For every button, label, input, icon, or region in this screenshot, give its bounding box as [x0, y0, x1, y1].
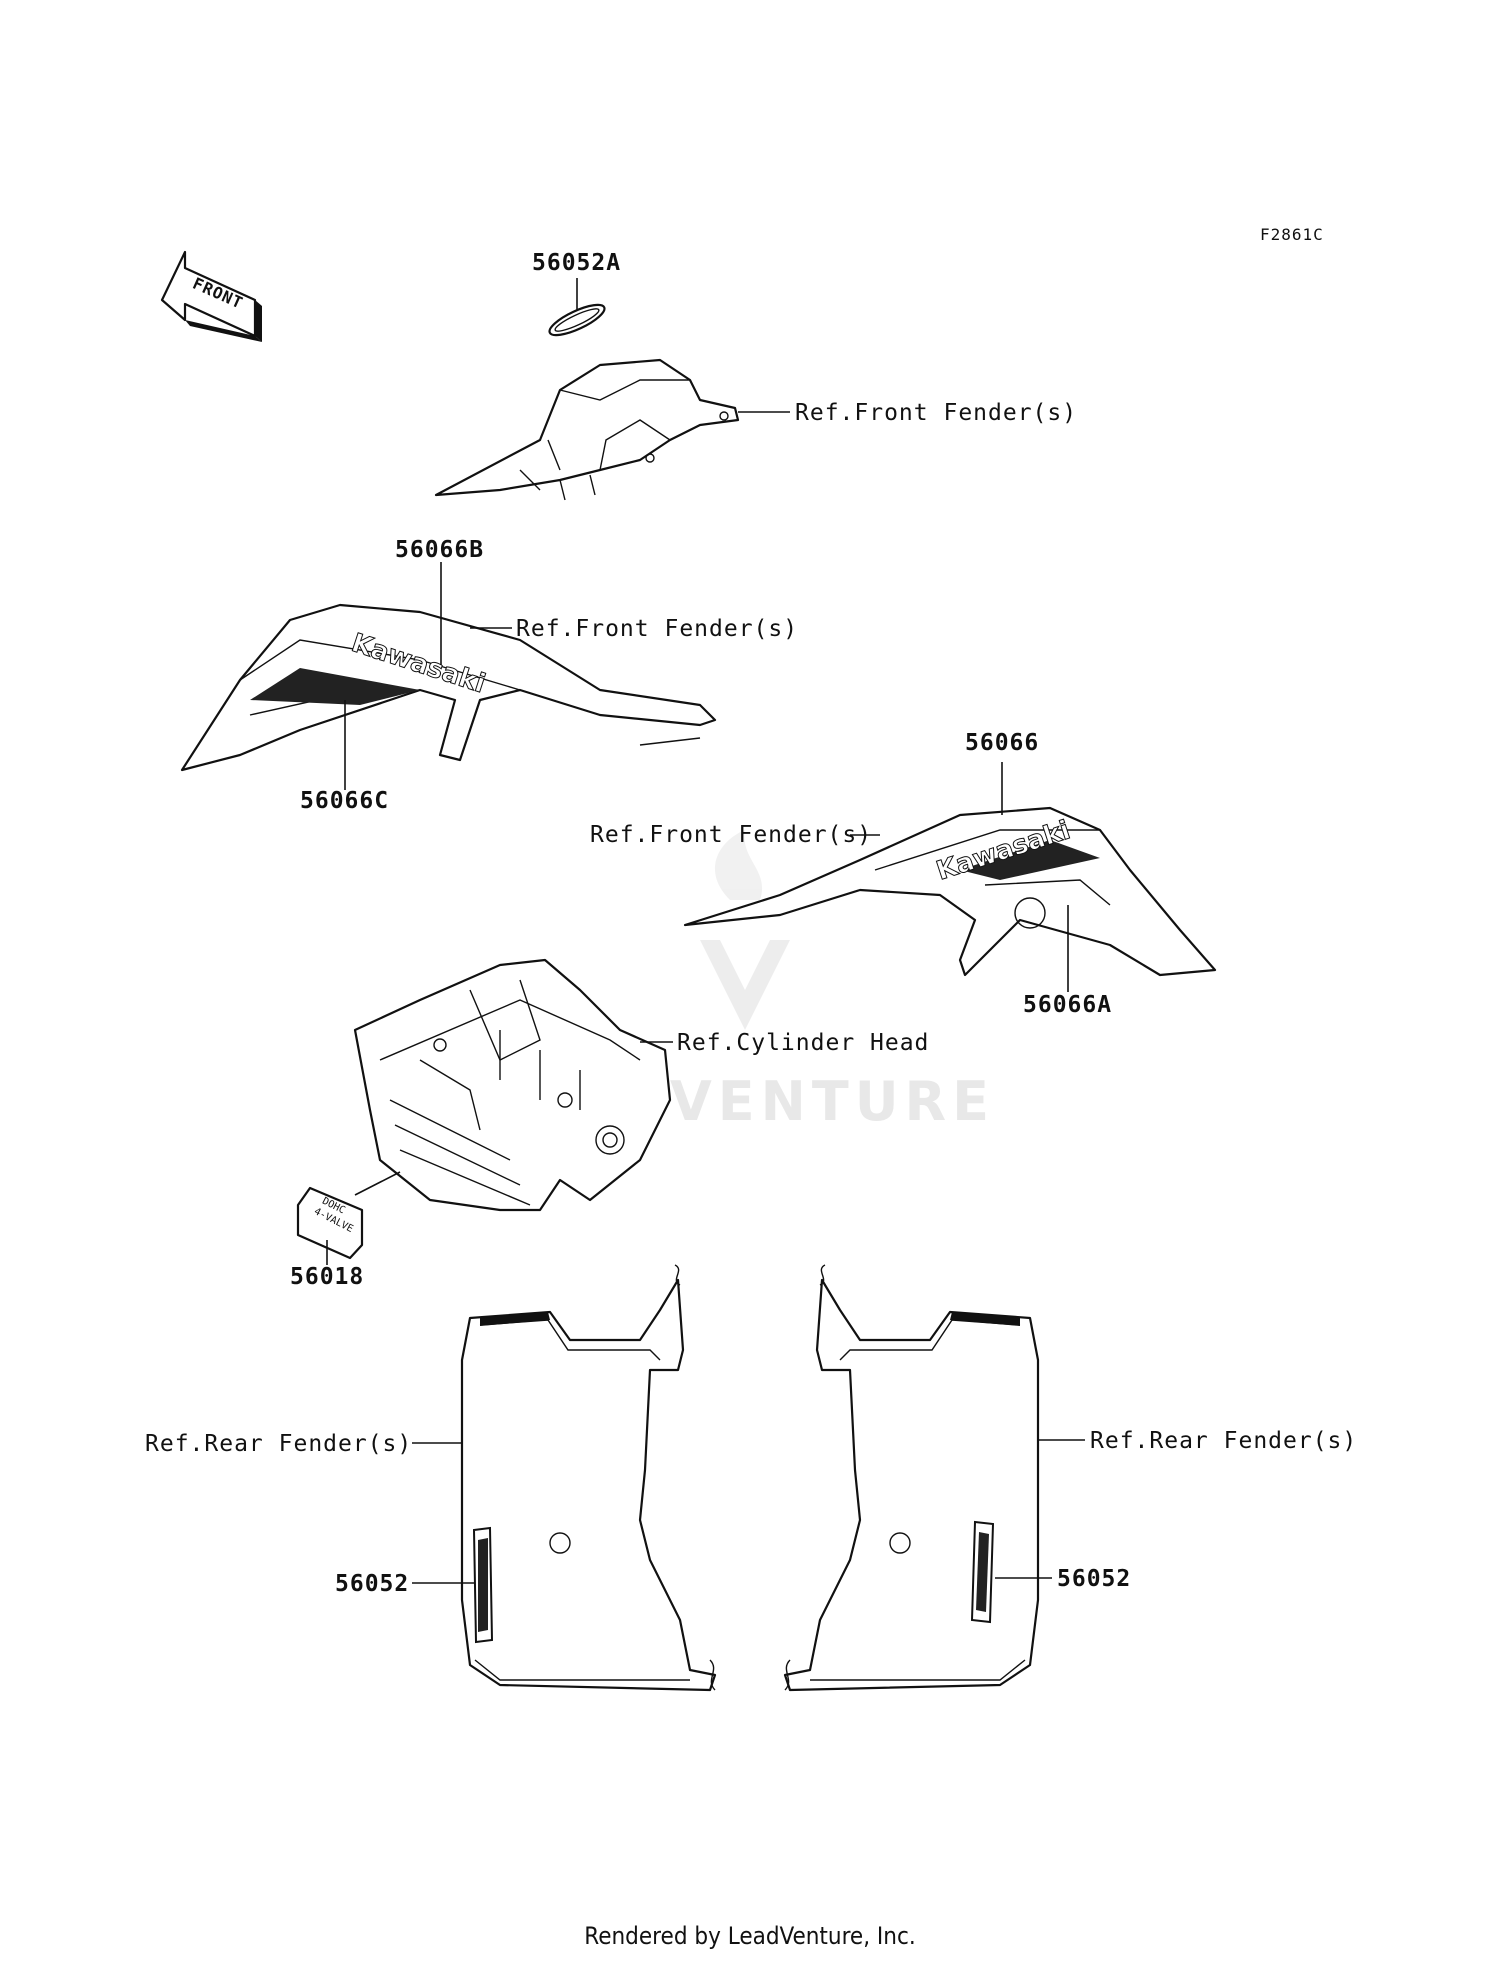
callout-56066: 56066	[965, 730, 1039, 756]
callout-ref-front-fender-2: Ref.Front Fender(s)	[516, 616, 798, 642]
callout-ref-rear-fender-left: Ref.Rear Fender(s)	[145, 1431, 412, 1457]
rear-fender-left-part: Ref.Rear Fender(s) 56052	[145, 1264, 717, 1692]
watermark: VENTURE	[670, 830, 995, 1133]
footer-credit: Rendered by LeadVenture, Inc.	[584, 1922, 916, 1950]
callout-ref-front-fender-1: Ref.Front Fender(s)	[795, 400, 1077, 426]
rear-fender-right-part: Ref.Rear Fender(s) 56052	[783, 1264, 1357, 1692]
callout-56052-right: 56052	[1057, 1566, 1131, 1592]
callout-56066B: 56066B	[395, 537, 484, 563]
cylinder-head-part: Ref.Cylinder Head	[353, 958, 929, 1212]
callout-56052-left: 56052	[335, 1571, 409, 1597]
part-56052A: 56052A	[532, 250, 621, 337]
callout-ref-front-fender-3: Ref.Front Fender(s)	[590, 822, 872, 848]
watermark-text: VENTURE	[670, 1070, 995, 1133]
callout-56018: 56018	[290, 1264, 364, 1290]
figure-code: F2861C	[1260, 225, 1324, 244]
front-arrow-icon: FRONT	[160, 250, 262, 342]
callout-56066C: 56066C	[300, 788, 389, 814]
callout-ref-rear-fender-right: Ref.Rear Fender(s)	[1090, 1428, 1357, 1454]
front-fender-left-part: Kawasaki 56066B Ref.Front Fender(s) 5606…	[180, 537, 798, 814]
front-fender-right-part: Kawasaki 56066 Ref.Front Fender(s) 56066…	[590, 730, 1217, 1018]
callout-56052A: 56052A	[532, 250, 621, 276]
callout-ref-cylinder-head: Ref.Cylinder Head	[677, 1030, 929, 1056]
callout-56066A: 56066A	[1023, 992, 1112, 1018]
front-fender-top-part: Ref.Front Fender(s)	[434, 358, 1077, 501]
part-56018: DOHC 4-VALVE 56018	[290, 1171, 401, 1290]
